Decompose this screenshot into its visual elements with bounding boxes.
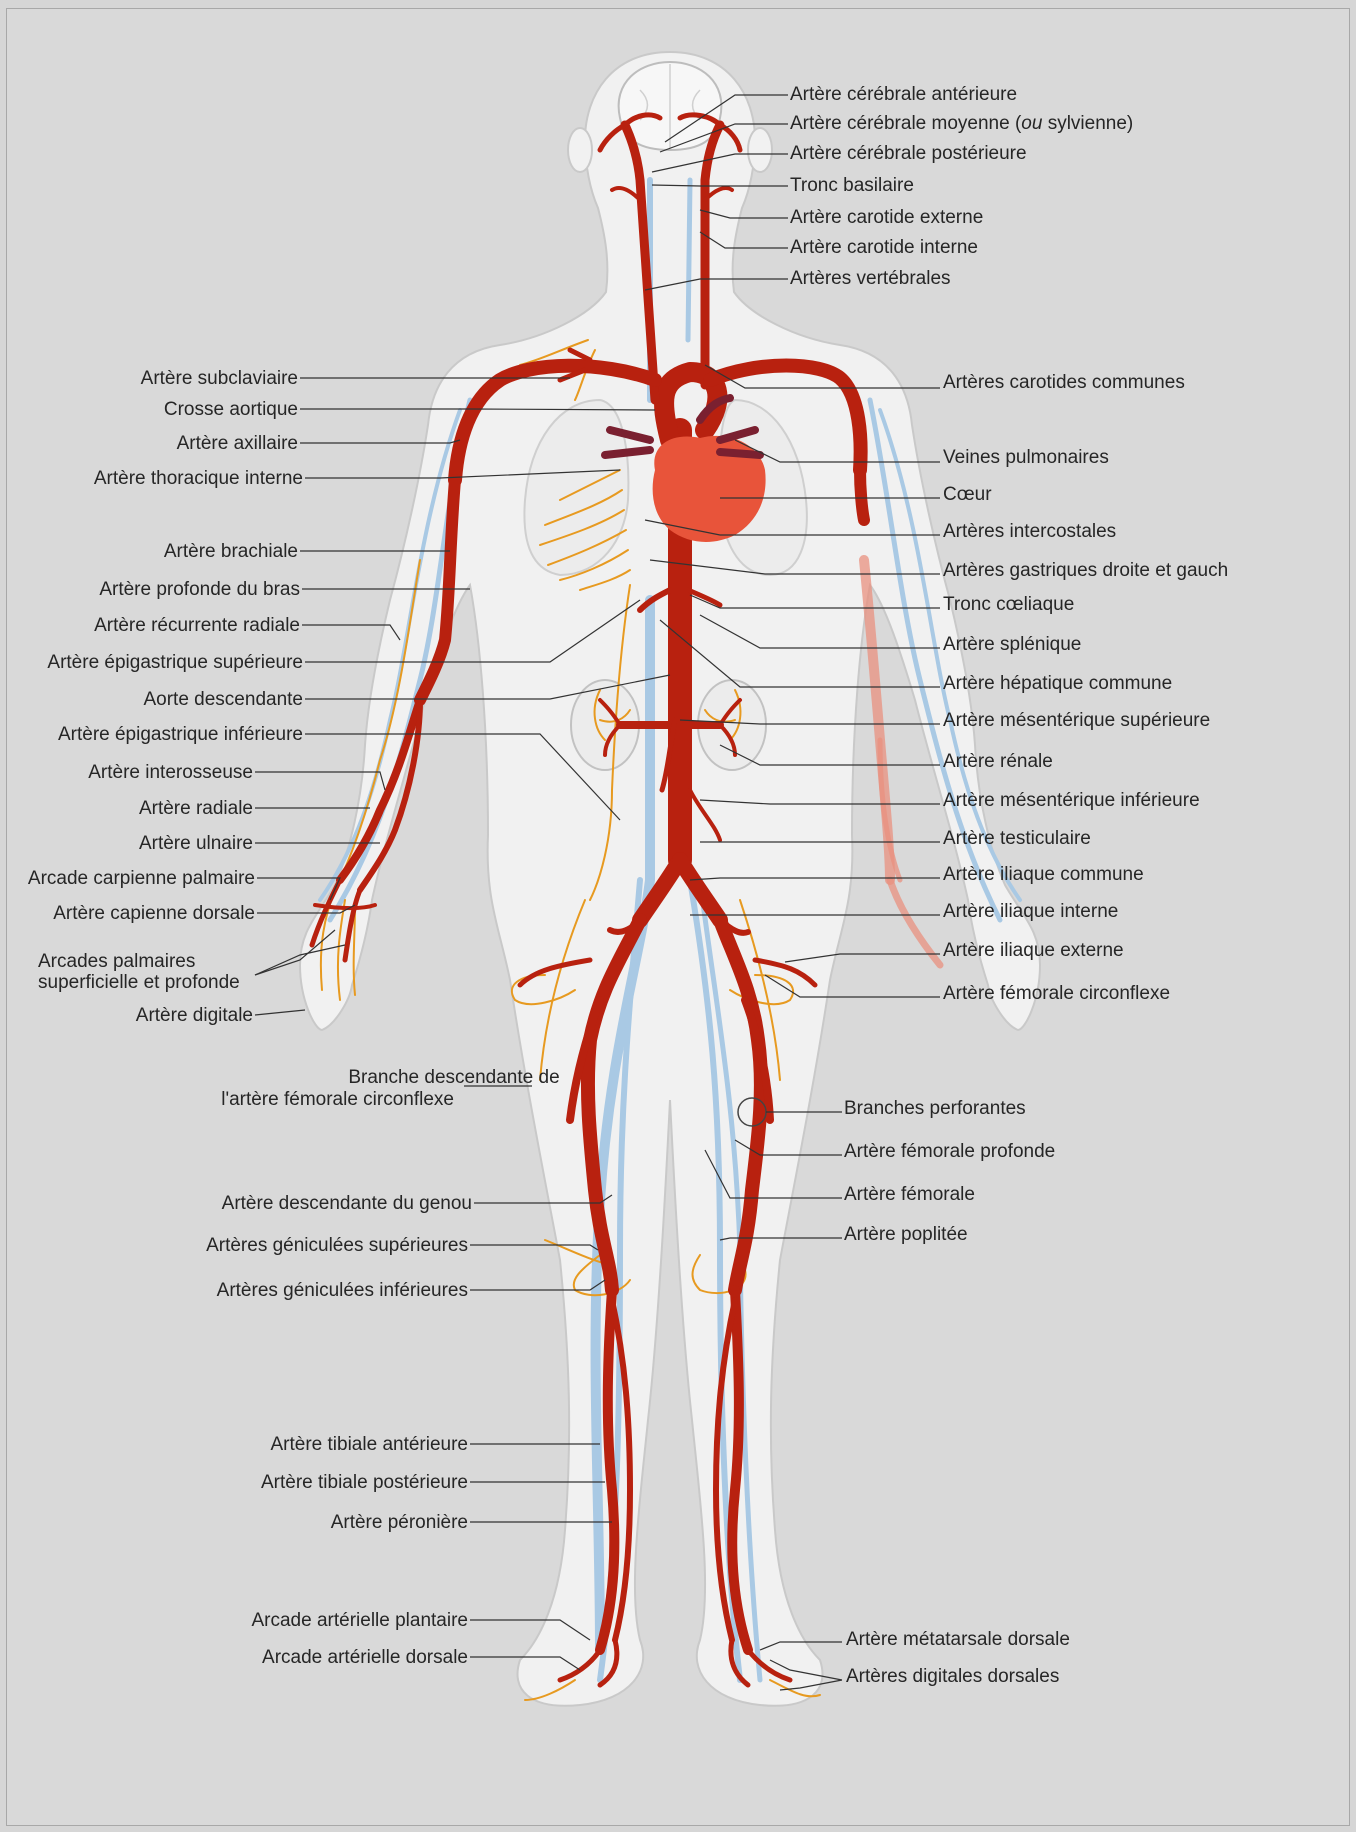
label-branche-descendante-1: Branche descendante de <box>348 1067 559 1088</box>
label-branche-descendante-2: l'artère fémorale circonflexe <box>221 1089 454 1110</box>
label-capienne-dorsale: Artère capienne dorsale <box>53 903 255 924</box>
label-geniculees-inferieures: Artères géniculées inférieures <box>217 1280 468 1301</box>
label-cerebrale-anterieure: Artère cérébrale antérieure <box>790 84 1017 105</box>
label-femorale-circonflexe: Artère fémorale circonflexe <box>943 983 1170 1004</box>
label-cerebrale-moyenne: Artère cérébrale moyenne (ou sylvienne) <box>790 113 1133 134</box>
label-geniculees-superieures: Artères géniculées supérieures <box>206 1235 468 1256</box>
label-iliaque-externe: Artère iliaque externe <box>943 940 1124 961</box>
label-intercostales: Artères intercostales <box>943 521 1116 542</box>
label-branches-perforantes: Branches perforantes <box>844 1098 1026 1119</box>
label-epigastrique-inferieure: Artère épigastrique inférieure <box>58 724 303 745</box>
label-brachiale: Artère brachiale <box>164 541 298 562</box>
left-ear <box>568 128 592 172</box>
label-carotides-communes: Artères carotides communes <box>943 372 1185 393</box>
label-thoracique-interne: Artère thoracique interne <box>94 468 303 489</box>
label-poplitee: Artère poplitée <box>844 1224 968 1245</box>
label-femorale: Artère fémorale <box>844 1184 975 1205</box>
label-aorte-descendante: Aorte descendante <box>143 689 303 710</box>
label-interosseuse: Artère interosseuse <box>88 762 253 783</box>
label-tronc-coeliaque: Tronc cœliaque <box>943 594 1074 615</box>
label-arcades-palmaires-1: Arcades palmaires <box>38 951 195 972</box>
label-carotide-externe: Artère carotide externe <box>790 207 983 228</box>
label-renale: Artère rénale <box>943 751 1053 772</box>
label-profonde-bras: Artère profonde du bras <box>99 579 300 600</box>
label-cerebrale-moyenne-part1: Artère cérébrale moyenne ( <box>790 113 1022 134</box>
label-epigastrique-superieure: Artère épigastrique supérieure <box>47 652 303 673</box>
label-recurrente-radiale: Artère récurrente radiale <box>94 615 300 636</box>
label-tibiale-anterieure: Artère tibiale antérieure <box>271 1434 469 1455</box>
label-coeur: Cœur <box>943 484 992 505</box>
label-arcades-palmaires-2: superficielle et profonde <box>38 972 240 993</box>
label-mesenterique-inferieure: Artère mésentérique inférieure <box>943 790 1200 811</box>
label-digitales-dorsales: Artères digitales dorsales <box>846 1666 1059 1687</box>
label-peroniere: Artère péronière <box>331 1512 468 1533</box>
label-iliaque-interne: Artère iliaque interne <box>943 901 1118 922</box>
label-testiculaire: Artère testiculaire <box>943 828 1091 849</box>
label-metatarsale-dorsale: Artère métatarsale dorsale <box>846 1629 1070 1650</box>
label-arcade-dorsale: Arcade artérielle dorsale <box>262 1647 468 1668</box>
label-vertebrales: Artères vertébrales <box>790 268 951 289</box>
label-tronc-basilaire: Tronc basilaire <box>790 175 914 196</box>
label-cerebrale-posterieure: Artère cérébrale postérieure <box>790 143 1027 164</box>
label-femorale-profonde: Artère fémorale profonde <box>844 1141 1055 1162</box>
label-carpienne-palmaire: Arcade carpienne palmaire <box>28 868 255 889</box>
label-radiale: Artère radiale <box>139 798 253 819</box>
right-ear <box>748 128 772 172</box>
label-subclaviaire: Artère subclaviaire <box>141 368 298 389</box>
label-mesenterique-superieure: Artère mésentérique supérieure <box>943 710 1210 731</box>
label-splenique: Artère splénique <box>943 634 1081 655</box>
label-digitale: Artère digitale <box>136 1005 253 1026</box>
label-tibiale-posterieure: Artère tibiale postérieure <box>261 1472 468 1493</box>
label-ulnaire: Artère ulnaire <box>139 833 253 854</box>
label-carotide-interne: Artère carotide interne <box>790 237 978 258</box>
label-veines-pulmonaires: Veines pulmonaires <box>943 447 1109 468</box>
label-axillaire: Artère axillaire <box>177 433 298 454</box>
label-crosse-aortique: Crosse aortique <box>164 399 298 420</box>
label-iliaque-commune: Artère iliaque commune <box>943 864 1144 885</box>
label-cerebrale-moyenne-ou: ou <box>1021 113 1043 134</box>
label-hepatique-commune: Artère hépatique commune <box>943 673 1172 694</box>
label-arcade-plantaire: Arcade artérielle plantaire <box>251 1610 468 1631</box>
label-cerebrale-moyenne-part2: sylvienne) <box>1042 113 1133 134</box>
label-descendante-genou: Artère descendante du genou <box>222 1193 472 1214</box>
label-gastriques: Artères gastriques droite et gauch <box>943 560 1228 581</box>
